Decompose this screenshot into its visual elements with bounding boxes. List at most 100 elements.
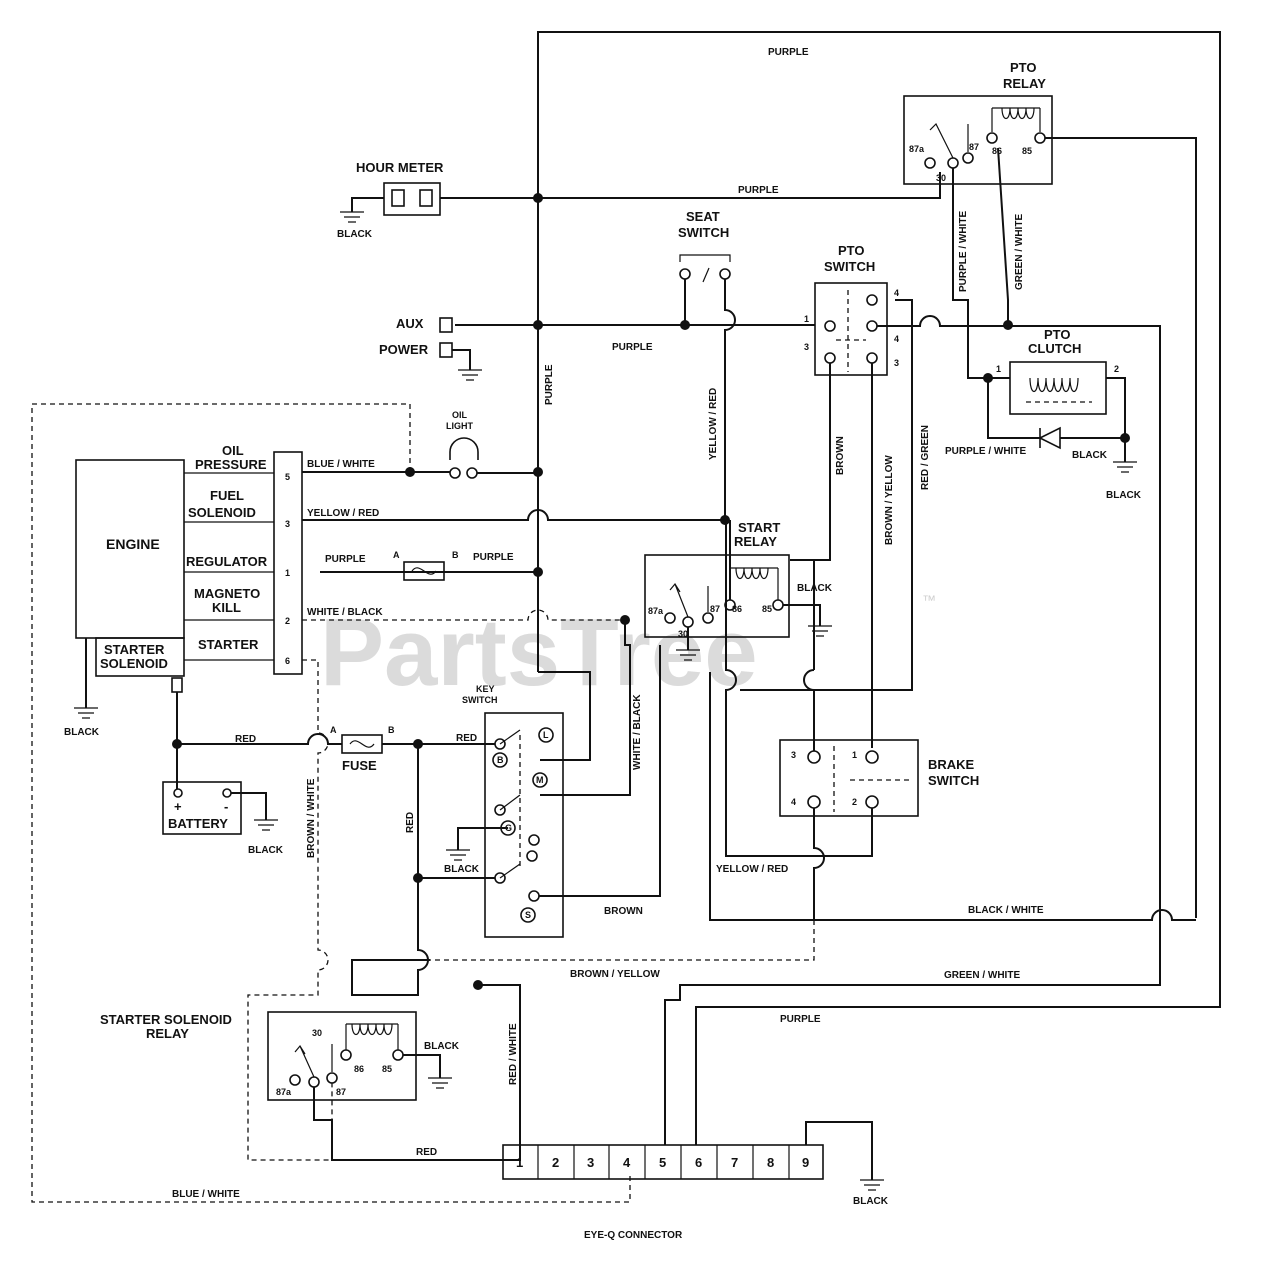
purple-wires [320,31,1221,1145]
pto-relay-pin-85: 85 [1022,146,1032,156]
starter-label: STARTER [198,637,259,652]
key-pin-b: B [497,755,504,765]
engine-pin-6: 6 [285,656,290,666]
ssr-label-2: RELAY [146,1026,189,1041]
key-switch-label-1: KEY [476,684,495,694]
brake-pin-2: 2 [852,797,857,807]
ssr-label-1: STARTER SOLENOID [100,1012,232,1027]
engine-pin-5: 5 [285,472,290,482]
ssr-pin-30: 30 [312,1028,322,1038]
oil-light-label-2: LIGHT [446,421,473,431]
pto-switch-pin-1: 1 [804,314,809,324]
engine [74,451,303,719]
ssr-red-wire [313,1087,521,1161]
pto-switch-pin-4a: 4 [894,288,899,298]
junction-dots [172,193,1130,990]
eyeq-pin-6: 6 [695,1155,702,1170]
red-main-wire [177,733,342,745]
brown-yellow-label-lower: BROWN / YELLOW [570,969,660,980]
white-black-vertical [540,620,631,796]
key-ground-label: BLACK [444,864,480,875]
purple-white-wire [952,168,988,379]
start-relay-label-1: START [738,520,780,535]
key-switch [446,645,661,938]
oil-pressure-label-1: OIL [222,443,244,458]
pto-relay-pin-87a: 87a [909,144,925,154]
pto-clutch-label-2: CLUTCH [1028,341,1081,356]
magneto-kill-label-1: MAGNETO [194,586,260,601]
starter-wire [247,659,333,1161]
clutch-black-label: BLACK [1072,450,1108,461]
purple-label-lower: PURPLE [780,1014,821,1025]
eyeq-pin-7: 7 [731,1155,738,1170]
hour-meter-ground-label: BLACK [337,229,373,240]
purple-label-aux: PURPLE [612,342,653,353]
red-white-wire [478,984,521,1145]
regulator-fuse [403,561,445,581]
key-pin-g: G [505,823,512,833]
eyeq-pin-1: 1 [516,1155,523,1170]
key-switch-label-2: SWITCH [462,695,498,705]
eyeq-pin-4: 4 [623,1155,631,1170]
red-label-key: RED [456,733,477,744]
brake-pin-1: 1 [852,750,857,760]
eyeq-pin-9: 9 [802,1155,809,1170]
reg-fuse-b: B [452,550,459,560]
brown-white-label: BROWN / WHITE [306,778,317,858]
eyeq-ground-label: BLACK [853,1196,889,1207]
pto-switch-label-2: SWITCH [824,259,875,274]
purple-label-regulator-2: PURPLE [473,552,514,563]
yellow-red-label-brake: YELLOW / RED [716,864,788,875]
brake-switch-label-2: SWITCH [928,773,979,788]
blue-white-loop [31,403,631,1203]
eye-q-connector [502,1121,884,1191]
start-relay-pin-85: 85 [762,604,772,614]
green-white-wire [997,147,1009,325]
start-relay-pin-87: 87 [710,604,720,614]
green-white-lower [664,918,1161,1145]
pto-switch-pin-3b: 3 [894,358,899,368]
fuse-a: A [330,725,337,735]
start-relay [644,520,832,661]
start-relay-pin-87a: 87a [648,606,664,616]
clutch-pin-2: 2 [1114,364,1119,374]
magneto-kill-label-2: KILL [212,600,241,615]
aux-power [439,317,482,381]
seat-switch [679,254,736,520]
pto-switch-out-wire [877,315,1161,918]
purple-label-hourmeter: PURPLE [738,185,779,196]
brake-switch [725,520,919,920]
engine-pin-2: 2 [285,616,290,626]
eyeq-pin-2: 2 [552,1155,559,1170]
white-black-label: WHITE / BLACK [307,607,383,618]
pto-switch [814,282,888,376]
brake-pin-3: 3 [791,750,796,760]
purple-white-label: PURPLE / WHITE [958,211,969,292]
brown-yellow-lower [430,920,815,961]
eyeq-pin-3: 3 [587,1155,594,1170]
brown-yellow-label-vertical: BROWN / YELLOW [884,455,895,545]
brake-pin-4: 4 [791,797,796,807]
eyeq-pin-5: 5 [659,1155,666,1170]
pto-relay-pin-87: 87 [969,142,979,152]
green-white-label-lower: GREEN / WHITE [944,970,1020,981]
seat-switch-label-2: SWITCH [678,225,729,240]
blue-white-label-bottom: BLUE / WHITE [172,1189,240,1200]
brown-wire [790,363,831,561]
ssr-pin-85: 85 [382,1064,392,1074]
starter-solenoid-label-2: SOLENOID [100,656,168,671]
pto-clutch-label-1: PTO [1044,327,1071,342]
pto-relay-pin-30: 30 [936,173,946,183]
oil-pressure-label-2: PRESSURE [195,457,267,472]
engine-pin-3: 3 [285,519,290,529]
watermark-tm: ™ [922,592,936,608]
red-label-vertical: RED [405,812,416,833]
fuse-label: FUSE [342,758,377,773]
black-white-label: BLACK / WHITE [968,905,1044,916]
start-relay-label-2: RELAY [734,534,777,549]
clutch-pin-1: 1 [996,364,1001,374]
ssr-black-label: BLACK [424,1041,460,1052]
power-label: POWER [379,342,429,357]
yellow-red-label-vertical: YELLOW / RED [708,388,719,460]
